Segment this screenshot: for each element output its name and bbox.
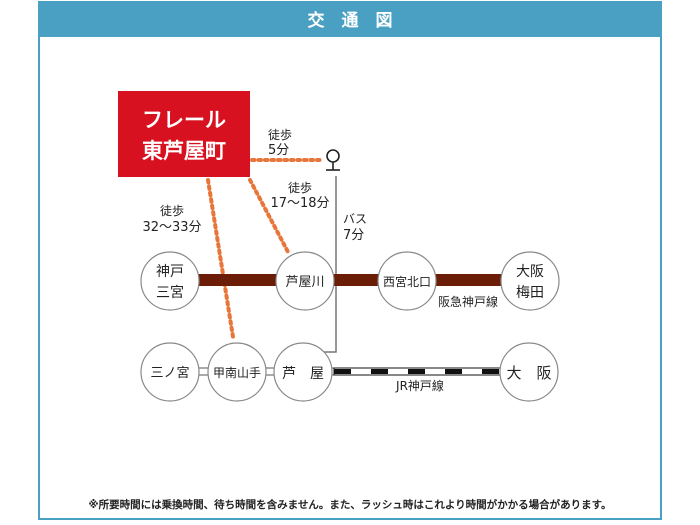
property-box [118, 91, 250, 177]
station-label: 芦屋川 [285, 275, 324, 290]
station-kobe-sannomiya[interactable] [140, 251, 200, 311]
station-label: 神戸 [156, 264, 184, 280]
bus-label: バス [343, 212, 367, 226]
station-label: 梅田 [516, 285, 544, 301]
station-label: 芦 屋 [282, 366, 324, 382]
walk-bus-label: 徒歩 [268, 127, 292, 142]
walk-line-ashiyagawa [248, 178, 290, 254]
station-nishinomiya-kitaguchi[interactable] [377, 251, 437, 311]
header-title: 交 通 図 [308, 10, 393, 31]
walk-konan-time: 32〜33分 [142, 220, 201, 235]
frame [38, 1, 662, 520]
station-ashiyagawa[interactable] [275, 251, 335, 311]
station-sannomiya[interactable] [140, 342, 200, 402]
walk-routes [206, 158, 324, 339]
property-name-line2: 東芦屋町 [142, 139, 226, 163]
station-label: 三ノ宮 [150, 365, 189, 381]
bus-stop-icon [326, 149, 340, 171]
station-label: 大阪 [516, 264, 544, 280]
station-ashiya[interactable] [273, 342, 333, 402]
station-label: 大 阪 [506, 364, 551, 382]
station-osaka[interactable] [499, 342, 559, 402]
hankyu-line [195, 274, 510, 286]
walk-konan-label: 徒歩 [160, 203, 184, 218]
station-label: 西宮北口 [383, 274, 431, 289]
property-name-line1: フレール [142, 108, 226, 132]
jr-line-label: JR神戸線 [395, 378, 444, 393]
bus-time: 7分 [343, 228, 364, 243]
walk-bus-time: 5分 [268, 143, 289, 158]
station-label: 三宮 [156, 285, 184, 301]
footnote: ※所要時間には乗換時間、待ち時間を含みません。また、ラッシュ時はこれより時間がか… [88, 498, 611, 511]
walk-line-konan-yamate [206, 178, 235, 339]
walk-ashiyagawa-label: 徒歩 [288, 180, 312, 195]
station-osaka-umeda[interactable] [500, 251, 560, 311]
station-konan-yamate[interactable] [207, 342, 267, 402]
walk-ashiyagawa-time: 17〜18分 [270, 196, 329, 211]
hankyu-line-label: 阪急神戸線 [438, 294, 498, 309]
header-bar [38, 1, 662, 37]
station-label: 甲南山手 [213, 365, 261, 380]
